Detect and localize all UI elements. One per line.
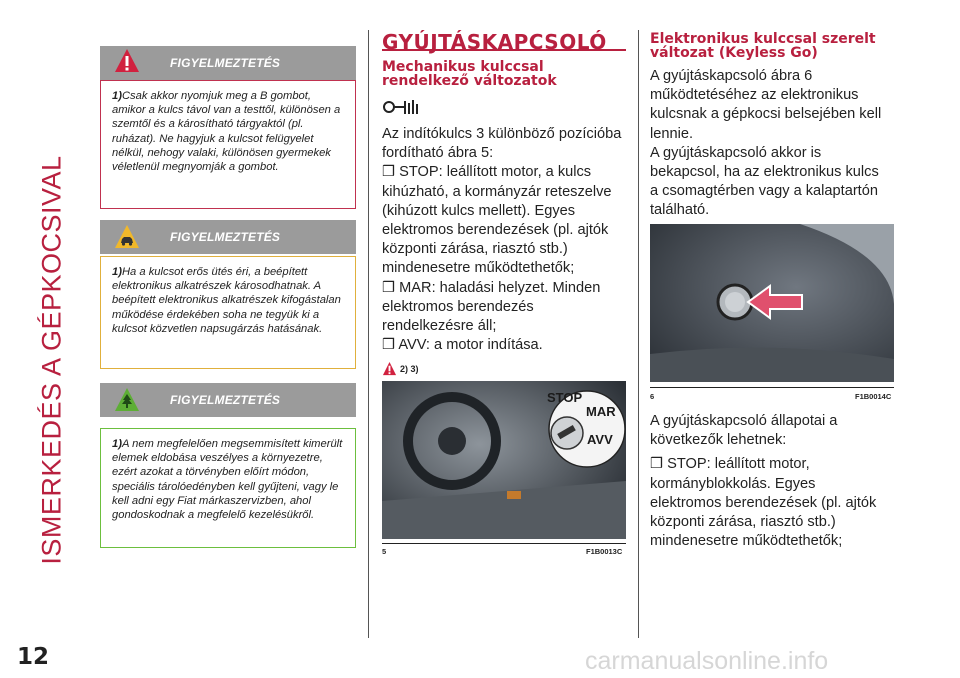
middle-subhead: Mechanikus kulccsal rendelkező változato… <box>382 59 557 89</box>
figure-6-start-button <box>650 224 894 382</box>
warning-text-1: 1)Csak akkor nyomjuk meg a B gombot, ami… <box>112 90 341 174</box>
warning-box-3: 1)A nem megfelelően megsemmisített kimer… <box>100 428 356 548</box>
label-stop: STOP <box>547 390 583 405</box>
figure-5-rule <box>382 543 626 544</box>
watermark: carmanualsonline.info <box>585 647 829 675</box>
warning-title-1: FIGYELMEZTETÉS <box>170 56 281 70</box>
middle-item-stop: ❒ STOP: leállított motor, a kulcs kihúzh… <box>382 164 612 277</box>
column-divider-left <box>368 30 369 638</box>
middle-column: Mechanikus kulccsal rendelkező változato… <box>382 60 627 377</box>
chapter-side-title: ISMERKEDÉS A GÉPKOCSIVAL <box>36 155 67 565</box>
right-column-bottom: A gyújtáskapcsoló állapotai a következők… <box>650 412 890 551</box>
note-reference: 2) 3) <box>382 361 627 377</box>
middle-intro: Az indítókulcs 3 különböző pozícióba for… <box>382 126 622 162</box>
section-title-rule <box>382 49 626 51</box>
figure-6-drawing <box>650 224 894 382</box>
note-refs-text: 2) 3) <box>400 364 419 375</box>
right-item-stop: ❒ STOP: leállított motor, kormányblokkol… <box>650 456 877 550</box>
warning-box-1: 1)Csak akkor nyomjuk meg a B gombot, ami… <box>100 80 356 209</box>
warning-exclamation-icon <box>382 362 397 376</box>
warning-box-2: 1)Ha a kulcsot erős ütés éri, a beépítet… <box>100 256 356 369</box>
figure-6-code: F1B0014C <box>855 392 892 401</box>
figure-6-number: 6 <box>650 392 655 401</box>
label-mar: MAR <box>586 404 616 419</box>
warning-header-2: FIGYELMEZTETÉS <box>100 220 356 254</box>
warning-exclamation-icon <box>115 49 139 72</box>
figure-6-rule <box>650 387 894 388</box>
page-number: 12 <box>17 644 50 670</box>
right-para-2: A gyújtáskapcsoló akkor is bekapcsol, ha… <box>650 144 879 219</box>
warning-header-3: FIGYELMEZTETÉS <box>100 383 356 417</box>
figure-5-number: 5 <box>382 547 387 556</box>
right-para-1: A gyújtáskapcsoló ábra 6 működtetéséhez … <box>650 68 882 142</box>
middle-item-avv: ❒ AVV: a motor indítása. <box>382 337 543 354</box>
right-subhead: Elektronikus kulccsal szerelt változat (… <box>650 31 876 61</box>
middle-item-mar: ❒ MAR: haladási helyzet. Minden elektrom… <box>382 279 601 335</box>
environment-tree-icon <box>115 388 139 411</box>
figure-5-ignition-key: STOP MAR AVV <box>382 381 626 539</box>
warning-text-3: 1)A nem megfelelően megsemmisített kimer… <box>112 438 343 522</box>
right-column-top: Elektronikus kulccsal szerelt változat (… <box>650 32 890 221</box>
warning-text-2: 1)Ha a kulcsot erős ütés éri, a beépítet… <box>112 266 341 335</box>
figure-5-code: F1B0013C <box>586 547 623 556</box>
figure-5-drawing <box>382 381 626 539</box>
warning-title-3: FIGYELMEZTETÉS <box>170 393 281 407</box>
key-variant-icon <box>383 100 418 114</box>
right-para-3: A gyújtáskapcsoló állapotai a következők… <box>650 413 838 449</box>
warning-header-1: FIGYELMEZTETÉS <box>100 46 356 80</box>
label-avv: AVV <box>587 432 613 447</box>
warning-title-2: FIGYELMEZTETÉS <box>170 230 281 244</box>
car-damage-icon <box>115 225 139 248</box>
column-divider-right <box>638 30 639 638</box>
